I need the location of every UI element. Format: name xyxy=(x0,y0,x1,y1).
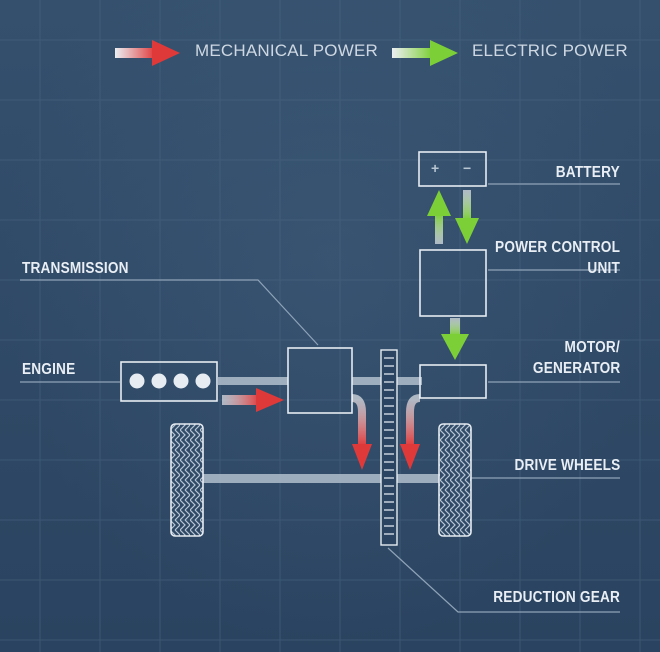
motor-generator-label-line2: GENERATOR xyxy=(532,360,620,377)
transmission-label: TRANSMISSION xyxy=(22,260,129,277)
engine-cylinder xyxy=(129,373,145,389)
electric-power-legend-arrow xyxy=(392,40,458,66)
mechanical-power-legend-label: MECHANICAL POWER xyxy=(195,41,378,60)
battery-plus-sign: + xyxy=(431,160,440,176)
battery-to-pcu-arrow xyxy=(455,190,479,244)
pcu-to-battery-arrow xyxy=(427,190,451,244)
transmission-to-gear-arrow xyxy=(351,394,372,470)
motor-generator-label-line1: MOTOR/ xyxy=(564,339,620,356)
pcu-label-line2: UNIT xyxy=(587,260,620,277)
battery-label: BATTERY xyxy=(555,164,620,181)
engine-cylinder xyxy=(151,373,167,389)
motor-generator-box xyxy=(419,364,487,399)
transmission-box xyxy=(287,347,353,414)
reduction-gear-label: REDUCTION GEAR xyxy=(493,589,620,606)
right-drive-wheel xyxy=(438,423,472,537)
transmission-leader-line xyxy=(20,279,319,346)
pcu-to-motor-arrow xyxy=(441,318,469,360)
shafts xyxy=(203,377,439,483)
electric-power-legend-label: ELECTRIC POWER xyxy=(472,41,628,60)
motor-to-gear-arrow xyxy=(400,394,421,470)
reduction-gear-leader-line xyxy=(387,547,620,613)
engine-cylinder xyxy=(173,373,189,389)
reduction-gear xyxy=(380,349,398,546)
engine-box xyxy=(120,361,218,402)
pcu-label-line1: POWER CONTROL xyxy=(494,239,620,256)
engine-label: ENGINE xyxy=(22,361,76,378)
engine-to-transmission-arrow xyxy=(222,388,284,412)
drive-wheels-label: DRIVE WHEELS xyxy=(514,457,620,474)
engine-cylinder xyxy=(195,373,211,389)
left-drive-wheel xyxy=(170,423,204,537)
power-control-unit-box xyxy=(419,249,487,317)
leader-lines xyxy=(20,183,620,613)
battery-minus-sign: − xyxy=(463,160,472,176)
mechanical-power-legend-arrow xyxy=(115,40,180,66)
battery-box xyxy=(418,151,487,187)
